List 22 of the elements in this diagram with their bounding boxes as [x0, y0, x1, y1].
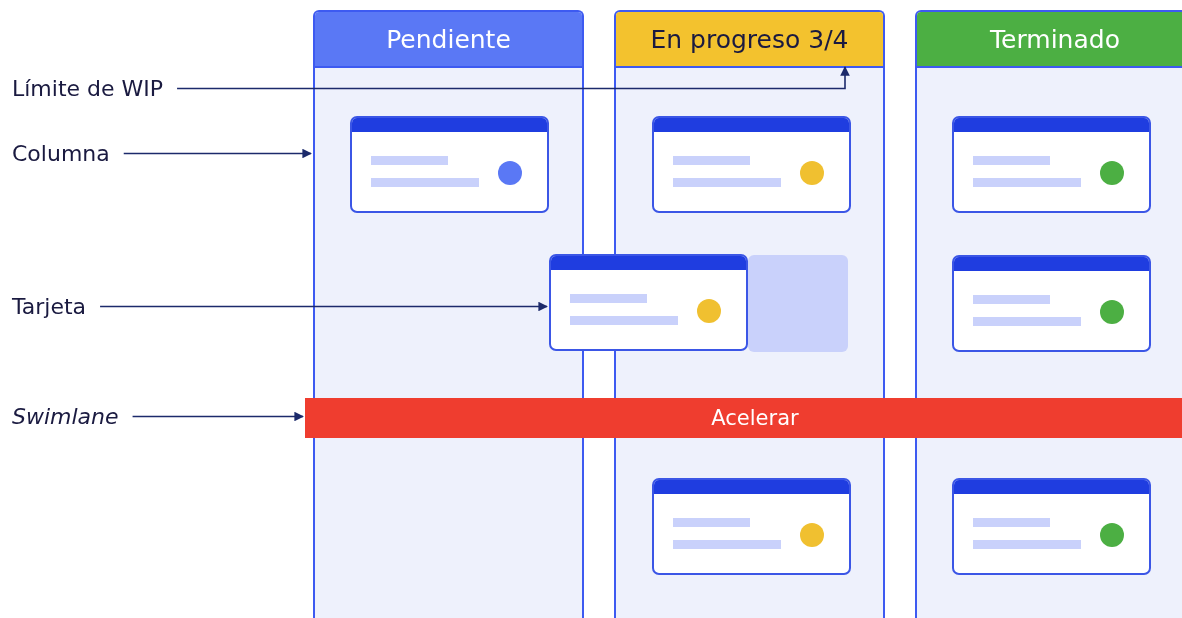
callout-label: Columna	[12, 141, 110, 166]
kanban-column	[915, 10, 1182, 618]
task-card	[952, 478, 1151, 575]
task-card	[652, 116, 851, 213]
callout-label: Tarjeta	[12, 294, 87, 319]
card-placeholder	[748, 255, 848, 352]
kanban-column	[313, 10, 584, 618]
leader-arrow	[122, 148, 312, 159]
leader-arrow	[176, 66, 850, 90]
task-card	[350, 116, 549, 213]
task-card	[549, 254, 748, 351]
swimlane-bar: Acelerar	[305, 398, 1182, 438]
callout-label: Swimlane	[12, 404, 119, 429]
leader-arrow	[131, 411, 304, 422]
column-header: Terminado	[917, 12, 1182, 68]
task-card	[652, 478, 851, 575]
leader-arrow	[99, 301, 548, 312]
task-card	[952, 255, 1151, 352]
task-card	[952, 116, 1151, 213]
column-header: En progreso 3/4	[616, 12, 883, 68]
column-header: Pendiente	[315, 12, 582, 68]
callout-label: Límite de WIP	[12, 76, 164, 101]
